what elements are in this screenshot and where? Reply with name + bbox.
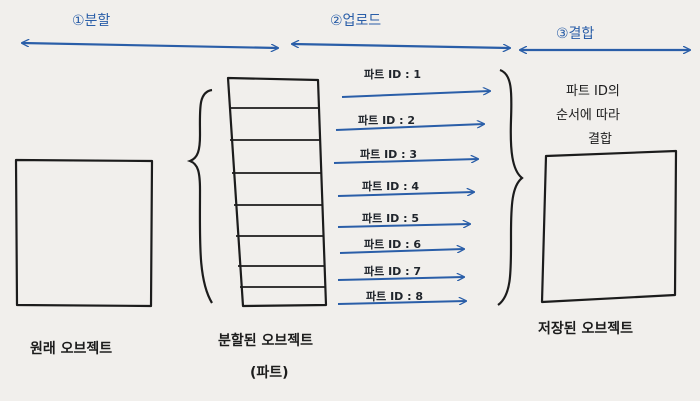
part-id-label-5: 파트 ID : 5: [362, 212, 420, 225]
right-curly-brace: [497, 68, 524, 306]
upload-arrows: [333, 91, 490, 304]
combine-note-line-3: 결합: [588, 132, 612, 147]
part-id-label-7: 파트 ID : 7: [364, 265, 422, 278]
split-phase-arrow: [22, 43, 278, 48]
upload-arrow-8: [337, 301, 466, 304]
part-id-label-1: 파트 ID : 1: [364, 68, 422, 81]
upload-arrow-4: [337, 192, 474, 197]
split-object-caption: 분할된 오브젝트: [218, 333, 314, 349]
phase-label-combine: ③결합: [556, 26, 595, 42]
part-id-label-8: 파트 ID : 8: [366, 290, 424, 303]
upload-arrow-2: [335, 124, 484, 131]
split-object-caption-parts: (파트): [250, 365, 289, 381]
upload-arrow-5: [337, 224, 470, 227]
upload-arrow-6: [339, 249, 464, 254]
part-dividers: [229, 107, 325, 288]
original-object-caption: 원래 오브젝트: [30, 341, 113, 357]
part-id-label-6: 파트 ID : 6: [364, 238, 422, 251]
upload-arrow-1: [341, 91, 490, 98]
split-object-stack: [226, 76, 328, 308]
upload-phase-arrow: [292, 44, 510, 48]
upload-arrow-3: [333, 159, 478, 164]
stored-object-box: [540, 149, 678, 304]
original-object-box: [14, 158, 154, 308]
upload-arrow-7: [337, 277, 464, 280]
combine-note-line-2: 순서에 따라: [556, 108, 620, 123]
stored-object-caption: 저장된 오브젝트: [538, 321, 634, 337]
part-id-label-4: 파트 ID : 4: [362, 180, 420, 193]
phase-label-split: ①분할: [72, 13, 111, 29]
part-id-label-2: 파트 ID : 2: [358, 114, 416, 127]
part-id-label-3: 파트 ID : 3: [360, 148, 418, 161]
combine-note-line-1: 파트 ID의: [566, 84, 620, 99]
left-curly-brace: [186, 88, 213, 304]
phase-label-upload: ②업로드: [330, 13, 382, 29]
